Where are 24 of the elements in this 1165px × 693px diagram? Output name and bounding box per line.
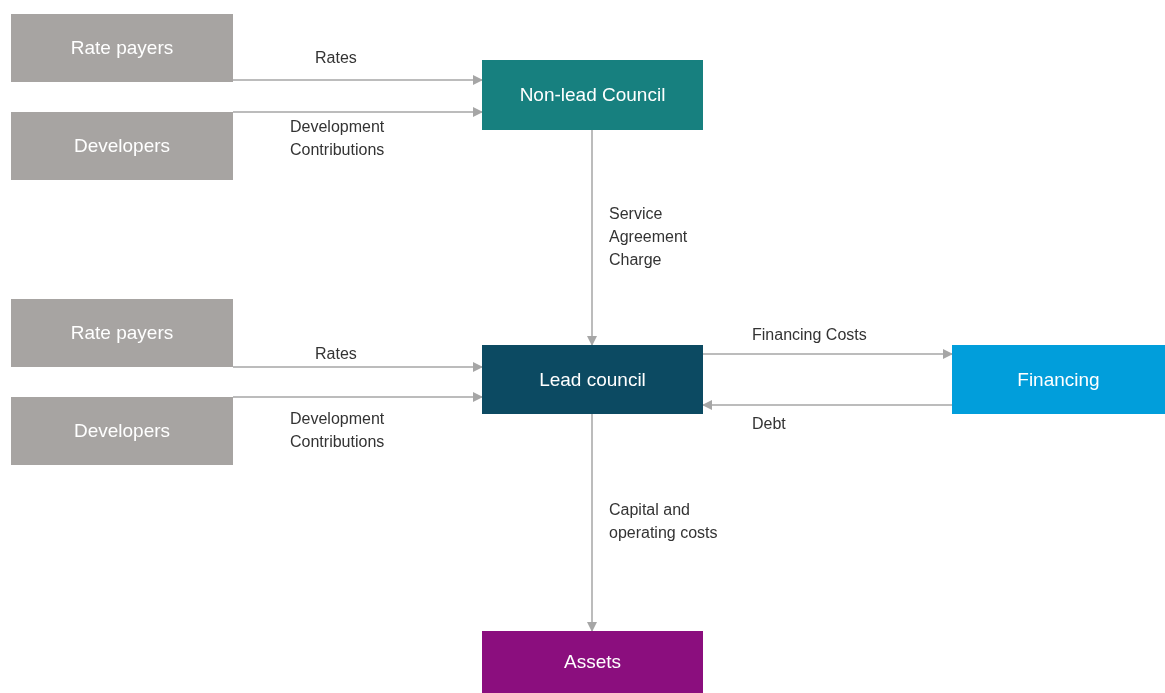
- source-box: [11, 14, 233, 82]
- node-label: Rate payers: [70, 37, 174, 59]
- node-label: Developers: [73, 420, 171, 442]
- node-label: Rate payers: [70, 322, 174, 344]
- arrow: [702, 349, 953, 359]
- source-box: [11, 112, 233, 180]
- node-label: Developers: [73, 135, 171, 157]
- node-label: Financing: [1017, 368, 1100, 391]
- financing-box: [952, 345, 1165, 414]
- arrow: [232, 75, 483, 85]
- arrow: [702, 400, 953, 410]
- source-box: [11, 299, 233, 367]
- node-label: Non-lead Council: [519, 84, 666, 106]
- source-box: [11, 397, 233, 465]
- arrow: [587, 413, 597, 632]
- node-label: Assets: [564, 651, 621, 673]
- assets-box: [482, 631, 703, 693]
- node-label: Lead council: [539, 368, 646, 391]
- arrow: [232, 107, 483, 117]
- arrow: [232, 362, 483, 372]
- arrow: [232, 392, 483, 402]
- arrow: [587, 129, 597, 346]
- council-box: [482, 60, 703, 130]
- council-box: [482, 345, 703, 414]
